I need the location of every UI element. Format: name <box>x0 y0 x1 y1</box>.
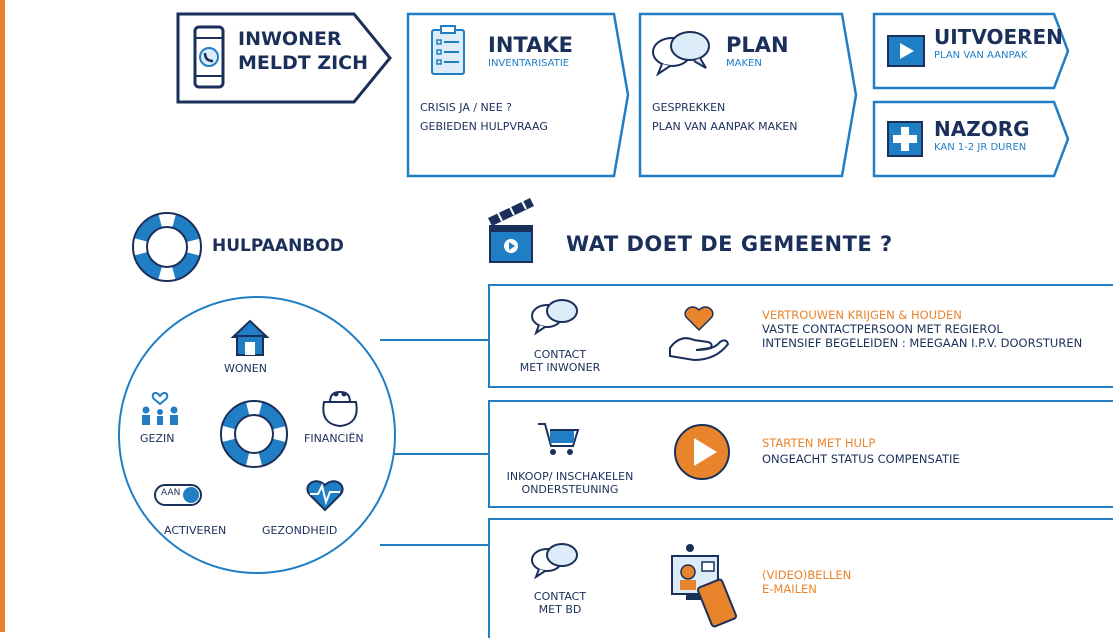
smartphone-icon <box>193 25 225 89</box>
plan-subtitle: MAKEN <box>726 58 762 69</box>
hulpaanbod-title: HULPAANBOD <box>212 236 344 256</box>
inwoner-line2: MELDT ZICH <box>238 52 369 74</box>
label-gezin: GEZIN <box>140 432 175 445</box>
intake-body-1: CRISIS JA / NEE ? <box>420 101 513 114</box>
lifebuoy-icon <box>132 212 202 282</box>
uitvoeren-title: UITVOEREN <box>934 25 1063 49</box>
label-wonen: WONEN <box>224 362 267 375</box>
step-inwoner-frame <box>176 12 392 104</box>
card-1-caption-2: MET INWONER <box>519 361 601 374</box>
connector-lines <box>380 339 490 546</box>
label-gezondheid: GEZONDHEID <box>262 524 338 537</box>
step-inwoner[interactable]: INWONER MELDT ZICH <box>176 12 394 104</box>
toggle-switch: AAN <box>154 484 202 506</box>
step-nazorg[interactable]: NAZORG KAN 1-2 JR DUREN <box>872 100 1070 178</box>
inwoner-line1: INWONER <box>238 28 342 50</box>
card-1-heading: VERTROUWEN KRIJGEN & HOUDEN <box>762 308 962 322</box>
card-2-heading: STARTEN MET HULP <box>762 436 876 450</box>
hulpaanbod-circle <box>118 296 396 574</box>
card-1-line-2: INTENSIEF BEGELEIDEN : MEEGAAN I.P.V. DO… <box>762 336 1083 350</box>
card-3-caption-2: MET BD <box>538 603 582 616</box>
heart-pulse-icon <box>306 480 344 512</box>
plan-title: PLAN <box>726 33 789 57</box>
card-1-caption-1: CONTACT <box>533 348 587 361</box>
play-circle-icon <box>674 424 730 480</box>
nazorg-title: NAZORG <box>934 117 1030 141</box>
house-icon <box>230 319 270 356</box>
intake-title: INTAKE <box>488 33 573 57</box>
card-2-caption-2: ONDERSTEUNING <box>521 483 619 496</box>
step-uitvoeren-frame <box>872 12 1070 90</box>
gemeente-card-2[interactable]: INKOOP/ INSCHAKELEN ONDERSTEUNING STARTE… <box>488 400 1113 508</box>
family-icon <box>142 392 178 425</box>
play-icon <box>887 35 925 67</box>
intake-body-2: GEBIEDEN HULPVRAAG <box>420 120 548 133</box>
clapperboard-icon <box>488 198 534 263</box>
gemeente-card-1[interactable]: CONTACT MET INWONER VERTROUWEN KRIJGEN &… <box>488 284 1113 388</box>
hand-heart-icon <box>669 306 730 362</box>
lifebuoy-icon-center <box>220 400 288 468</box>
gemeente-title: WAT DOET DE GEMEENTE ? <box>566 232 893 256</box>
intake-subtitle: INVENTARISATIE <box>488 58 570 69</box>
label-activeren: ACTIVEREN <box>164 524 227 537</box>
card-2-line-1: ONGEACHT STATUS COMPENSATIE <box>762 452 960 466</box>
nazorg-subtitle: KAN 1-2 JR DUREN <box>934 142 1027 153</box>
step-intake[interactable]: INTAKE INVENTARISATIE CRISIS JA / NEE ? … <box>406 12 630 178</box>
video-call-icon <box>671 544 738 628</box>
toggle-knob <box>183 487 199 503</box>
step-plan[interactable]: PLAN MAKEN GESPREKKEN PLAN VAN AANPAK MA… <box>638 12 860 178</box>
plus-icon <box>887 121 923 157</box>
toggle-label: AAN <box>161 488 181 498</box>
card-3-heading: (VIDEO)BELLEN <box>762 568 852 582</box>
clipboard-icon <box>431 25 465 75</box>
uitvoeren-subtitle: PLAN VAN AANPAK <box>934 50 1028 61</box>
card-3-caption-1: CONTACT <box>533 590 587 603</box>
shopping-cart-icon <box>538 423 580 455</box>
card-1-line-1: VASTE CONTACTPERSOON MET REGIEROL <box>762 322 1003 336</box>
step-uitvoeren[interactable]: UITVOEREN PLAN VAN AANPAK <box>872 12 1070 90</box>
step-nazorg-frame <box>872 100 1070 178</box>
gemeente-card-3[interactable]: CONTACT MET BD (VIDEO)BELLEN E-MAILEN <box>488 518 1113 638</box>
left-accent-bar <box>0 0 5 632</box>
purse-icon <box>322 390 358 428</box>
speech-bubbles-icon <box>531 299 578 336</box>
speech-bubbles-icon <box>652 31 710 77</box>
speech-bubbles-icon <box>531 543 578 580</box>
card-2-caption-1: INKOOP/ INSCHAKELEN <box>506 470 634 483</box>
label-financien: FINANCIËN <box>304 432 364 445</box>
card-3-line-1: E-MAILEN <box>762 582 817 596</box>
plan-body-2: PLAN VAN AANPAK MAKEN <box>652 120 798 133</box>
plan-body-1: GESPREKKEN <box>652 101 726 114</box>
